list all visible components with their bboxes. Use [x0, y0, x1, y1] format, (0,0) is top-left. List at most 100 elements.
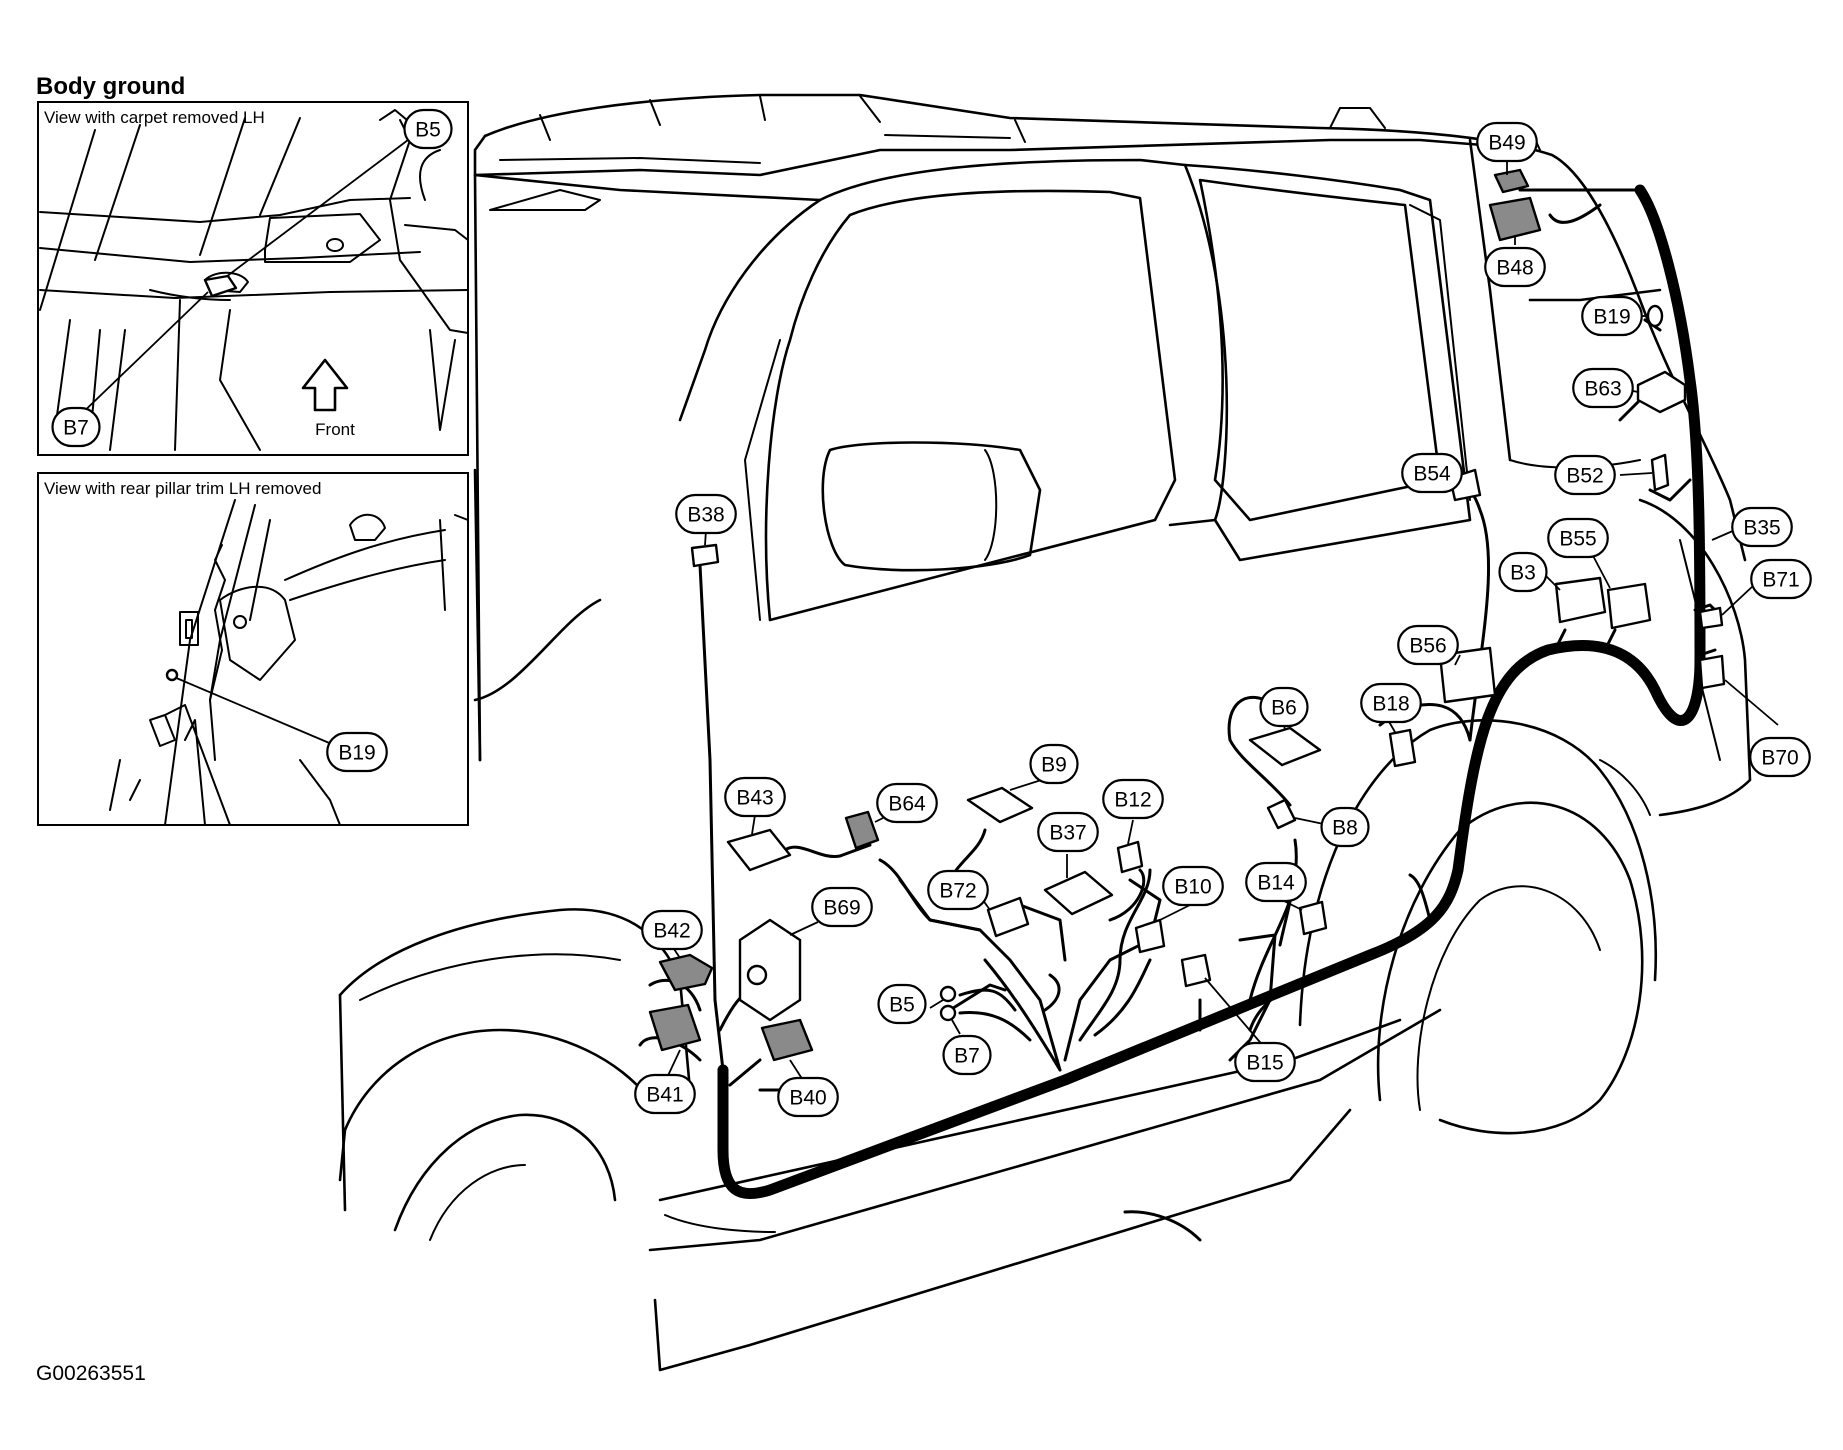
label-bubble [1401, 452, 1463, 494]
label-b63: B63 [1572, 367, 1634, 409]
inset-ground-b19 [165, 668, 179, 682]
label-bubble [1259, 686, 1309, 728]
label-bubble [634, 1073, 696, 1115]
label-text: B54 [1413, 463, 1451, 486]
connector-b49 [1493, 168, 1530, 194]
label-text: B55 [1559, 528, 1596, 551]
label-bubble [641, 909, 703, 951]
label-bubble [1476, 121, 1538, 163]
label-text: B10 [1174, 876, 1211, 899]
label-text: B35 [1743, 517, 1780, 540]
label-bubble [1360, 682, 1422, 724]
label-b14: B14 [1245, 861, 1307, 903]
diagram-title: Body ground [36, 73, 185, 100]
connector-b42 [658, 953, 714, 992]
label-bubble [876, 782, 938, 824]
label-b6: B6 [1259, 686, 1309, 728]
label-text: B19 [338, 742, 375, 765]
label-text: B19 [1593, 306, 1630, 329]
label-text: B14 [1257, 872, 1295, 895]
label-text: B15 [1246, 1052, 1283, 1075]
label-text: B69 [823, 897, 860, 920]
label-b19: B19 [1581, 295, 1643, 337]
label-bubble [1750, 558, 1812, 600]
label-b40: B40 [777, 1076, 839, 1118]
label-text: B49 [1488, 132, 1525, 155]
connector-b7 [939, 1004, 957, 1022]
label-text: B71 [1762, 569, 1799, 592]
connector-b40 [760, 1018, 814, 1062]
label-bubble [1498, 551, 1548, 593]
connector-b6 [1248, 726, 1322, 767]
label-bubble [1029, 743, 1079, 785]
connector-b69 [738, 918, 802, 1022]
label-text: B6 [1271, 697, 1297, 720]
label-bubble [1320, 806, 1370, 848]
connector-b55 [1606, 582, 1652, 630]
label-bubble [326, 731, 388, 773]
label-b35: B35 [1731, 506, 1793, 548]
inset-carpet-removed: View with carpet removed LH Front [37, 101, 469, 456]
label-bubble [1102, 778, 1164, 820]
label-b41: B41 [634, 1073, 696, 1115]
connector-b56 [1438, 646, 1497, 704]
label-bubble [1234, 1041, 1296, 1083]
connector-shapes [165, 168, 1726, 1062]
label-b52: B52 [1554, 454, 1616, 496]
label-text: B52 [1566, 465, 1603, 488]
label-bubble [51, 406, 101, 448]
label-b49: B49 [1476, 121, 1538, 163]
connector-b15 [1180, 953, 1212, 988]
connector-b48 [1488, 196, 1542, 242]
label-bubble [811, 886, 873, 928]
label-bubble [1572, 367, 1634, 409]
label-b72: B72 [927, 869, 989, 911]
connector-b41 [648, 1003, 702, 1052]
label-text: B70 [1761, 747, 1798, 770]
label-bubble [1581, 295, 1643, 337]
connector-b8 [1266, 798, 1297, 830]
connector-b43 [726, 828, 792, 872]
label-b5: B5 [403, 108, 453, 150]
label-text: B18 [1372, 693, 1409, 716]
label-bubble [1484, 246, 1546, 288]
label-text: B43 [736, 787, 773, 810]
label-text: B7 [954, 1045, 980, 1068]
label-text: B48 [1496, 257, 1533, 280]
label-bubble [1397, 624, 1459, 666]
front-arrow-label: Front [315, 420, 355, 439]
connector-b14 [1298, 900, 1328, 936]
connector-b3 [1554, 576, 1607, 624]
label-b19: B19 [326, 731, 388, 773]
label-b7: B7 [51, 406, 101, 448]
label-bubble [1731, 506, 1793, 548]
label-b54: B54 [1401, 452, 1463, 494]
connector-b19 [1646, 304, 1664, 328]
label-b8: B8 [1320, 806, 1370, 848]
label-text: B64 [888, 793, 926, 816]
label-b55: B55 [1547, 517, 1609, 559]
label-text: B38 [687, 504, 724, 527]
label-text: B8 [1332, 817, 1358, 840]
label-bubble [724, 776, 786, 818]
label-text: B56 [1409, 635, 1446, 658]
label-b42: B42 [641, 909, 703, 951]
connector-b10 [1134, 918, 1166, 954]
connector-b37 [1043, 870, 1114, 916]
label-bubble [1162, 865, 1224, 907]
inset-rear-pillar: View with rear pillar trim LH removed [37, 472, 469, 826]
label-bubble [1749, 736, 1811, 778]
label-text: B42 [653, 920, 690, 943]
label-text: B3 [1510, 562, 1536, 585]
figure-id: G00263551 [36, 1362, 146, 1385]
label-b38: B38 [675, 493, 737, 535]
connector-b5 [939, 985, 957, 1003]
label-b64: B64 [876, 782, 938, 824]
label-b70: B70 [1749, 736, 1811, 778]
label-b9: B9 [1029, 743, 1079, 785]
label-text: B37 [1049, 822, 1086, 845]
inset-ground-b5-b7 [203, 274, 238, 298]
vehicle-outline [338, 93, 1752, 1372]
